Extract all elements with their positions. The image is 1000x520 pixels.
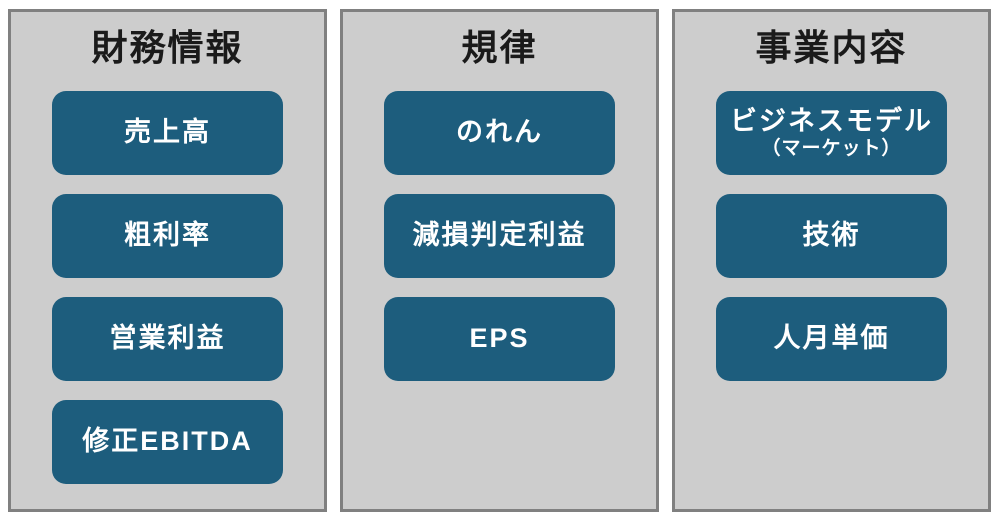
box-revenue-label: 売上高 (124, 117, 211, 148)
panel-discipline: 規律 のれん 減損判定利益 EPS (340, 9, 659, 512)
panel-title-discipline: 規律 (461, 27, 538, 68)
stack-business-content: ビジネスモデル （マーケット） 技術 人月単価 (675, 91, 988, 381)
box-operating-profit: 営業利益 (52, 297, 283, 381)
box-technology-label: 技術 (802, 220, 861, 251)
box-technology: 技術 (716, 194, 947, 278)
box-goodwill-label: のれん (456, 117, 543, 148)
box-adjusted-ebitda-label: 修正EBITDA (82, 426, 253, 457)
box-impairment-test-profit: 減損判定利益 (384, 194, 615, 278)
box-operating-profit-label: 営業利益 (109, 323, 226, 354)
panel-title-business-content: 事業内容 (755, 27, 908, 68)
panel-financial-info: 財務情報 売上高 粗利率 営業利益 修正EBITDA (8, 9, 327, 512)
panel-business-content: 事業内容 ビジネスモデル （マーケット） 技術 人月単価 (672, 9, 991, 512)
box-revenue: 売上高 (52, 91, 283, 175)
box-gross-margin: 粗利率 (52, 194, 283, 278)
panel-title-financial-info: 財務情報 (91, 27, 244, 68)
box-gross-margin-label: 粗利率 (124, 220, 211, 251)
box-eps-label: EPS (469, 323, 530, 354)
stack-discipline: のれん 減損判定利益 EPS (343, 91, 656, 381)
box-eps: EPS (384, 297, 615, 381)
stack-financial-info: 売上高 粗利率 営業利益 修正EBITDA (11, 91, 324, 484)
box-business-model-sublabel: （マーケット） (761, 138, 902, 160)
box-monthly-unit-price: 人月単価 (716, 297, 947, 381)
box-impairment-test-profit-label: 減損判定利益 (412, 220, 587, 251)
box-business-model-label: ビジネスモデル (730, 106, 933, 137)
box-goodwill: のれん (384, 91, 615, 175)
box-adjusted-ebitda: 修正EBITDA (52, 400, 283, 484)
box-business-model: ビジネスモデル （マーケット） (716, 91, 947, 175)
box-monthly-unit-price-label: 人月単価 (773, 323, 890, 354)
